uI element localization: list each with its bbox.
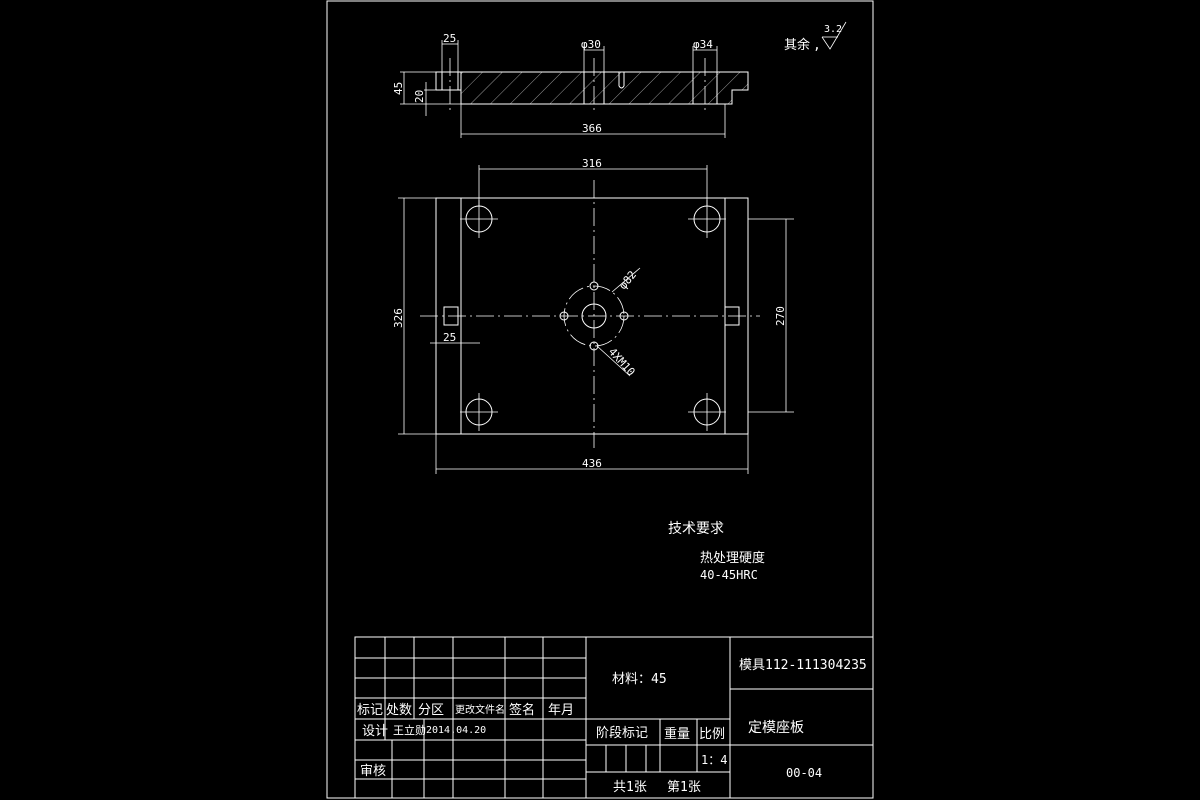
slot-right [724,306,740,326]
dim-dia-30: φ30 [581,38,601,51]
tb-header-date: 年月 [548,703,574,718]
tb-header-count: 处数 [386,703,412,718]
dim-4xm10: 4XM10 [606,345,638,378]
roughness-label: 其余 [784,37,810,53]
dim-dia-34: φ34 [693,38,713,51]
plan-view: φ82 4XM10 316 326 270 436 25 [392,157,794,474]
tech-requirements: 技术要求 热处理硬度 40-45HRC [668,521,765,582]
svg-text:,: , [813,38,821,53]
tb-scale-label: 比例 [699,727,725,742]
roughness-symbol [821,21,847,50]
tb-scale-value: 1：4 [701,753,727,767]
dim-326: 326 [392,308,405,328]
tb-design-label: 设计 [362,724,388,739]
dim-436: 436 [582,457,602,470]
tech-line-1: 热处理硬度 [700,550,765,566]
tb-header-sign: 签名 [509,702,535,718]
dim-270: 270 [774,306,787,326]
tech-line-2: 40-45HRC [700,568,758,582]
tb-designer: 王立勋 [393,723,426,737]
slot-left [443,306,459,326]
dim-25-slot: 25 [443,331,456,344]
dim-25-top: 25 [443,32,456,45]
tb-stage-label: 阶段标记 [596,726,648,741]
tb-material: 材料：45 [612,672,667,687]
tb-review-label: 审核 [360,764,386,779]
dim-316: 316 [582,157,602,170]
tb-project: 模具112-111304235 [739,658,867,673]
dim-20: 20 [413,90,426,103]
tb-drawing-no: 00-04 [786,766,822,780]
tb-part-name: 定模座板 [748,720,804,736]
title-block: 标记 处数 分区 更改文件名 签名 年月 设计 王立勋 2014.04.20 审… [354,636,874,799]
dim-45: 45 [392,82,405,95]
tb-sheets-total: 共1张 [613,780,647,795]
tb-date: 2014.04.20 [426,725,486,736]
dim-366: 366 [582,122,602,135]
tech-title: 技术要求 [668,521,724,537]
tb-weight-label: 重量 [664,726,690,742]
tb-header-zone: 分区 [418,703,444,718]
tb-header-file: 更改文件名 [455,703,505,716]
roughness-value: 3.2 [824,24,842,35]
tb-header-mark: 标记 [357,703,383,718]
center-bore [581,303,607,329]
section-view: 25 φ30 φ34 45 20 366 [392,32,749,138]
tb-sheet-no: 第1张 [667,780,701,795]
bolt-circle [563,285,625,347]
roughness-note: 其余 , 3.2 [784,21,847,53]
